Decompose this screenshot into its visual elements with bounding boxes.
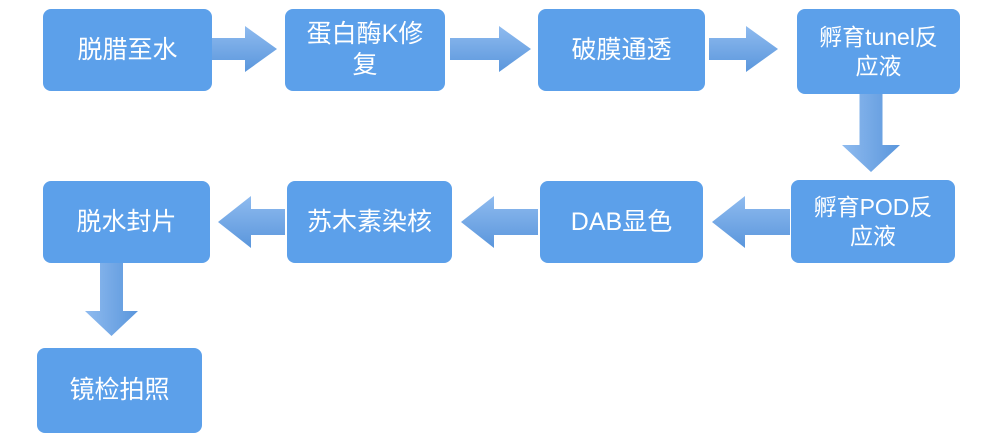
arrow-step3-to-step4-icon <box>709 26 778 72</box>
node-dewax-to-water: 脱腊至水 <box>43 9 212 91</box>
node-membrane-permeabilization: 破膜通透 <box>538 9 705 91</box>
node-microscopy-photograph: 镜检拍照 <box>37 348 202 433</box>
arrow-step2-to-step3-icon <box>450 26 531 72</box>
node-dehydrate-mount: 脱水封片 <box>43 181 210 263</box>
node-proteinase-k-repair: 蛋白酶K修复 <box>285 9 445 91</box>
node-incubate-tunel-reaction: 孵育tunel反应液 <box>797 9 960 94</box>
arrow-step1-to-step2-icon <box>212 26 277 72</box>
node-dab-color-development: DAB显色 <box>540 181 703 263</box>
arrow-step6-to-step7-icon <box>461 196 538 248</box>
node-hematoxylin-nuclear-stain: 苏木素染核 <box>287 181 452 263</box>
arrow-step8-to-step9-icon <box>85 263 138 336</box>
node-incubate-pod-reaction: 孵育POD反应液 <box>791 180 955 263</box>
arrow-step4-to-step5-icon <box>842 94 900 172</box>
arrow-step7-to-step8-icon <box>218 196 285 248</box>
arrow-step5-to-step6-icon <box>712 196 790 248</box>
